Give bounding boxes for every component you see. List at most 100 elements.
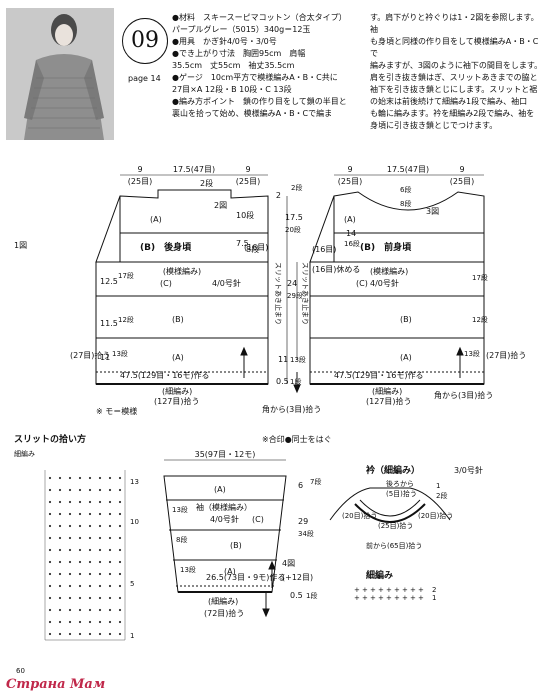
stitch-dot bbox=[108, 548, 112, 552]
stitch-symbol: + bbox=[418, 586, 424, 594]
stitch-dot bbox=[78, 524, 82, 528]
stitch-dot bbox=[98, 536, 102, 540]
collar-dim-rows: 2段 bbox=[436, 491, 447, 500]
stitch-dot bbox=[78, 620, 82, 624]
stitch-dot bbox=[108, 572, 112, 576]
center-rows-29: 29段 bbox=[287, 291, 303, 300]
stitch-dot bbox=[58, 572, 62, 576]
back-edging: (細編み) bbox=[162, 386, 192, 396]
front-width-left-sub: (25目) bbox=[338, 177, 362, 186]
stitch-dot bbox=[78, 536, 82, 540]
front-section-a-bottom: (A) bbox=[400, 353, 412, 362]
stitch-dot bbox=[78, 608, 82, 612]
instruction-line: ●ゲージ 10cm平方で模様編みA・B・C共に bbox=[172, 73, 338, 82]
stitch-symbol: + bbox=[402, 586, 408, 594]
back-figure-label: 1図 bbox=[14, 241, 27, 250]
stitch-dot bbox=[118, 596, 122, 600]
sleeve-right-dim-29: 29 bbox=[298, 517, 308, 526]
back-edging-pickup: (127目)拾う bbox=[154, 396, 200, 406]
back-shoulder-rows-2: 10段 bbox=[236, 210, 254, 220]
stitch-dot bbox=[58, 476, 62, 480]
stitch-dot bbox=[48, 488, 52, 492]
slit-chart-grid bbox=[44, 470, 126, 641]
front-neck-rows-2: 8段 bbox=[400, 199, 411, 208]
stitch-dot bbox=[68, 596, 72, 600]
instruction-line: ●でき上がり寸法 胸囲95cm 肩幅 bbox=[172, 49, 306, 58]
sleeve-section-c: (C) bbox=[252, 515, 264, 524]
stitch-symbol: + bbox=[386, 586, 392, 594]
stitch-dot bbox=[118, 584, 122, 588]
stitch-dot bbox=[78, 596, 82, 600]
front-edging-pickup: (127目)拾う bbox=[366, 396, 412, 406]
stitch-dot bbox=[88, 548, 92, 552]
instructions-column-1: ●材料 スキースーピマコットン（合太タイプ） パープルグレー（5015）340g… bbox=[172, 12, 362, 120]
back-left-rows-2: 12段 bbox=[118, 315, 134, 324]
front-title: (B) 前身頃 bbox=[360, 241, 412, 253]
stitch-dot bbox=[48, 596, 52, 600]
sleeve-needle: 4/0号針 bbox=[210, 514, 239, 524]
stitch-dot bbox=[108, 632, 112, 636]
stitch-dot bbox=[68, 524, 72, 528]
stitch-dot bbox=[68, 548, 72, 552]
stitch-dot bbox=[48, 572, 52, 576]
instruction-line: の始末は前後続けて細編み1段で編み、袖口 bbox=[370, 97, 528, 106]
stitch-symbol: + bbox=[362, 594, 368, 602]
front-width-left: 9 bbox=[347, 165, 352, 174]
collar-label-back: 後ろから bbox=[386, 479, 414, 488]
fig2-rows: 7.5 bbox=[236, 239, 249, 248]
back-shoulder-rows: 2段 bbox=[200, 178, 213, 188]
stitch-dot bbox=[58, 500, 62, 504]
front-section-b: (B) bbox=[400, 315, 412, 324]
center-rows-20: 20段 bbox=[285, 225, 301, 234]
corner-note-front: 角から(3目)拾う bbox=[434, 390, 493, 400]
back-section-a-bottom: (A) bbox=[172, 353, 184, 362]
stitch-dot bbox=[118, 560, 122, 564]
back-c-needle: 4/0号針 bbox=[212, 278, 241, 288]
front-section-c: (C) bbox=[356, 279, 368, 288]
stitch-symbol: + bbox=[354, 594, 360, 602]
stitch-symbol: + bbox=[410, 586, 416, 594]
back-body-diagram bbox=[95, 174, 269, 385]
stitch-dot bbox=[48, 536, 52, 540]
stitch-dot bbox=[108, 620, 112, 624]
sleeve-note: ※合印●同士をはぐ bbox=[262, 434, 332, 444]
instruction-line: 27目×A 12段・B 10段・C 13段 bbox=[172, 85, 292, 94]
stitch-symbols: ++++++++++++++++++ bbox=[354, 586, 424, 602]
stitch-dot bbox=[108, 476, 112, 480]
instructions-column-2: す。肩下がりと衿ぐりは1・2図を参照します。袖 も身頃と同様の作り目をして模様編… bbox=[370, 12, 546, 132]
front-neck-depth-rows: 16段 bbox=[344, 239, 360, 248]
stitch-dot bbox=[98, 512, 102, 516]
stitch-symbol: + bbox=[402, 594, 408, 602]
back-section-c: (C) bbox=[160, 279, 172, 288]
stitch-dot bbox=[88, 512, 92, 516]
back-bottom-count: 47.5(129目・16モ)作る bbox=[120, 370, 210, 380]
stitch-symbol: + bbox=[378, 594, 384, 602]
back-neck-count: (16目) bbox=[244, 243, 268, 252]
slit-row-mark-1: 1 bbox=[130, 632, 134, 640]
sleeve-bottom-count: 26.5(73目・9モ)作る bbox=[206, 572, 285, 582]
front-side-count: (16目) bbox=[312, 245, 336, 254]
front-right-rows-1: 17段 bbox=[472, 273, 488, 282]
front-right-rows-3: 13段 bbox=[464, 349, 480, 358]
stitch-dot bbox=[108, 596, 112, 600]
front-neck-rows-1: 6段 bbox=[400, 185, 411, 194]
slit-row-mark-13: 13 bbox=[130, 478, 139, 486]
stitch-dot bbox=[48, 524, 52, 528]
back-width-left-sub: (25目) bbox=[128, 177, 152, 186]
stitch-dot bbox=[88, 524, 92, 528]
back-width-left: 9 bbox=[137, 165, 142, 174]
stitch-dot bbox=[48, 476, 52, 480]
stitch-dot bbox=[68, 584, 72, 588]
stitch-dot bbox=[78, 512, 82, 516]
stitch-dot bbox=[118, 548, 122, 552]
center-rows-2: 2段 bbox=[291, 183, 302, 192]
back-width-right-sub: (25目) bbox=[236, 177, 260, 186]
front-edging: (細編み) bbox=[372, 386, 402, 396]
stitch-symbol: + bbox=[386, 594, 392, 602]
front-right-rows-2: 12段 bbox=[472, 315, 488, 324]
instruction-line: 編みますが、3図のように袖下の間目をします。 bbox=[370, 61, 543, 70]
stitch-dot bbox=[78, 584, 82, 588]
stitch-dot bbox=[118, 512, 122, 516]
stitch-dot bbox=[98, 632, 102, 636]
sleeve-left-rows-3: 13段 bbox=[180, 565, 196, 574]
